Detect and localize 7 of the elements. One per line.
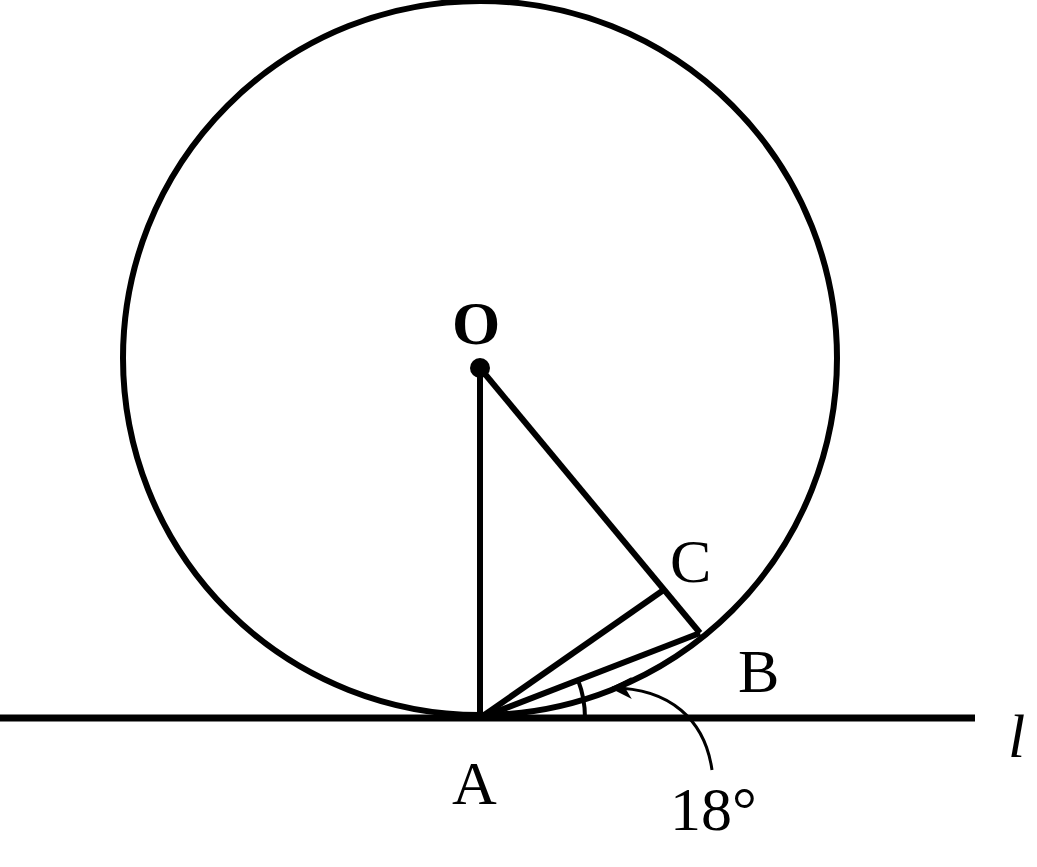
point-label: C [670,530,712,592]
point-label: l [1008,705,1026,767]
point-label: B [738,640,780,702]
point-label: O [452,292,501,354]
point-label: A [452,752,497,814]
angle-label: 18° [670,778,757,840]
leader-line [609,677,714,771]
